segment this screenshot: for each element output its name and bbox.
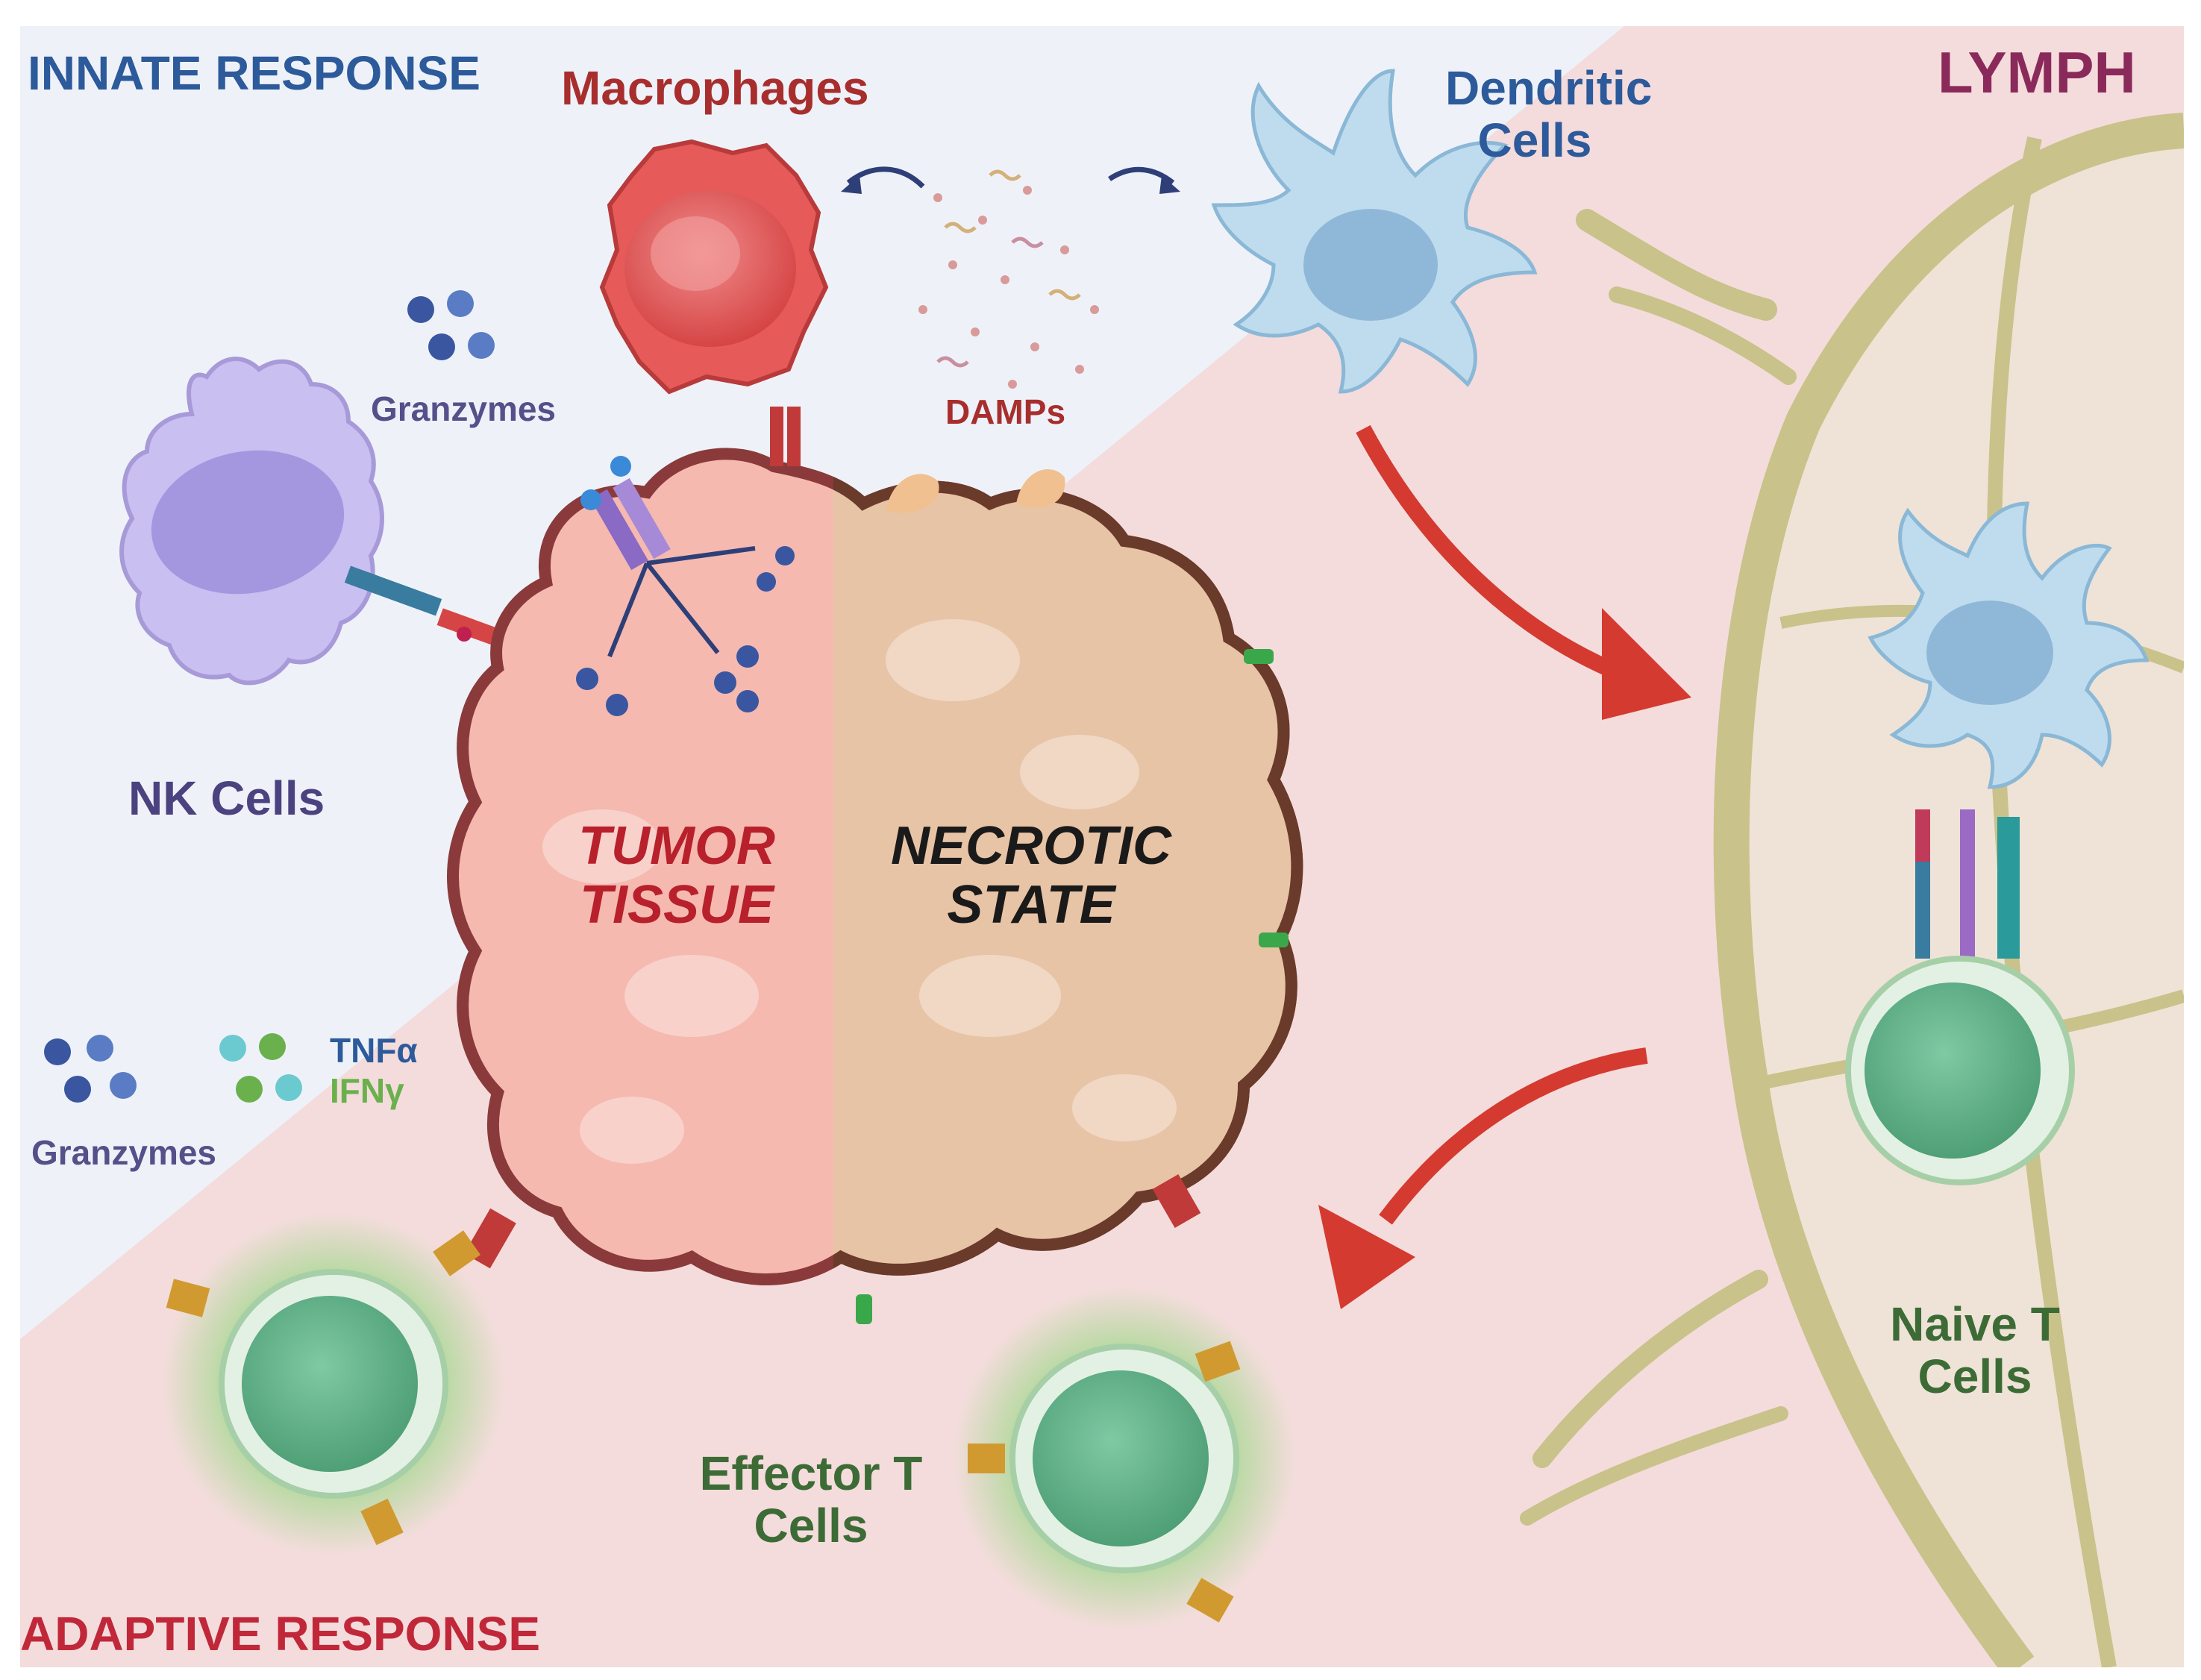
effector-line-2: Cells xyxy=(754,1499,868,1553)
naive-line-1: Naive T xyxy=(1890,1297,2060,1351)
diagram-canvas: INNATE RESPONSE LYMPH ADAPTIVE RESPONSE … xyxy=(20,26,2184,1667)
naive-line-2: Cells xyxy=(1917,1350,2032,1404)
arrow-to-dendritic xyxy=(1108,166,1175,185)
receptor-icon xyxy=(344,565,507,648)
granzyme-dots-icon xyxy=(576,546,795,716)
macrophages-label: Macrophages xyxy=(561,61,869,115)
naive-t-cell-icon xyxy=(1845,956,2075,1185)
effector-t-cells-label: Effector T Cells xyxy=(692,1447,930,1552)
dendritic-cell-icon xyxy=(1211,69,1538,394)
nk-cell-icon xyxy=(119,357,384,686)
lymph-label: LYMPH xyxy=(1938,40,2136,105)
effector-line-1: Effector T xyxy=(699,1447,923,1500)
effector-t-cell-icon xyxy=(162,1212,505,1555)
damps-particles-icon xyxy=(918,169,1099,389)
granzyme-dots-icon xyxy=(44,1033,302,1103)
nk-cells-label: NK Cells xyxy=(128,771,325,825)
tumor-tissue-label: TUMOR TISSUE xyxy=(557,816,796,935)
dendritic-line-2: Cells xyxy=(1477,113,1592,168)
tnfa-label: TNFα xyxy=(330,1031,418,1070)
tumor-line-1: TUMOR xyxy=(578,816,775,876)
ifng-label: IFNγ xyxy=(330,1071,404,1110)
innate-response-label: INNATE RESPONSE xyxy=(28,46,480,100)
granzymes-top-label: Granzymes xyxy=(371,389,557,428)
necrotic-line-1: NECROTIC xyxy=(891,816,1171,876)
macrophage-icon xyxy=(599,139,829,395)
lymph-node xyxy=(1520,113,2184,1667)
dendritic-cells-label: Dendritic Cells xyxy=(1445,61,1653,168)
dendritic-line-1: Dendritic xyxy=(1445,61,1653,115)
tumor-line-2: TISSUE xyxy=(579,875,774,935)
receptor-icon xyxy=(580,456,671,571)
necrotic-state-label: NECROTIC STATE xyxy=(874,816,1188,935)
granzymes-bottom-label: Granzymes xyxy=(31,1133,217,1172)
effector-t-cell-icon xyxy=(953,1287,1296,1630)
naive-t-cells-label: Naive T Cells xyxy=(1870,1298,2079,1403)
arrow-to-effector xyxy=(1379,1047,1648,1225)
necrotic-line-2: STATE xyxy=(947,875,1115,935)
dendritic-cell-icon xyxy=(1867,501,2150,789)
arrow-to-lymph xyxy=(1356,424,1628,683)
adaptive-response-label: ADAPTIVE RESPONSE xyxy=(20,1607,541,1661)
granzyme-dots-icon xyxy=(407,290,495,360)
damps-label: DAMPs xyxy=(945,392,1066,431)
receptor-icon xyxy=(1915,809,2020,959)
arrow-to-macrophages xyxy=(846,166,925,189)
